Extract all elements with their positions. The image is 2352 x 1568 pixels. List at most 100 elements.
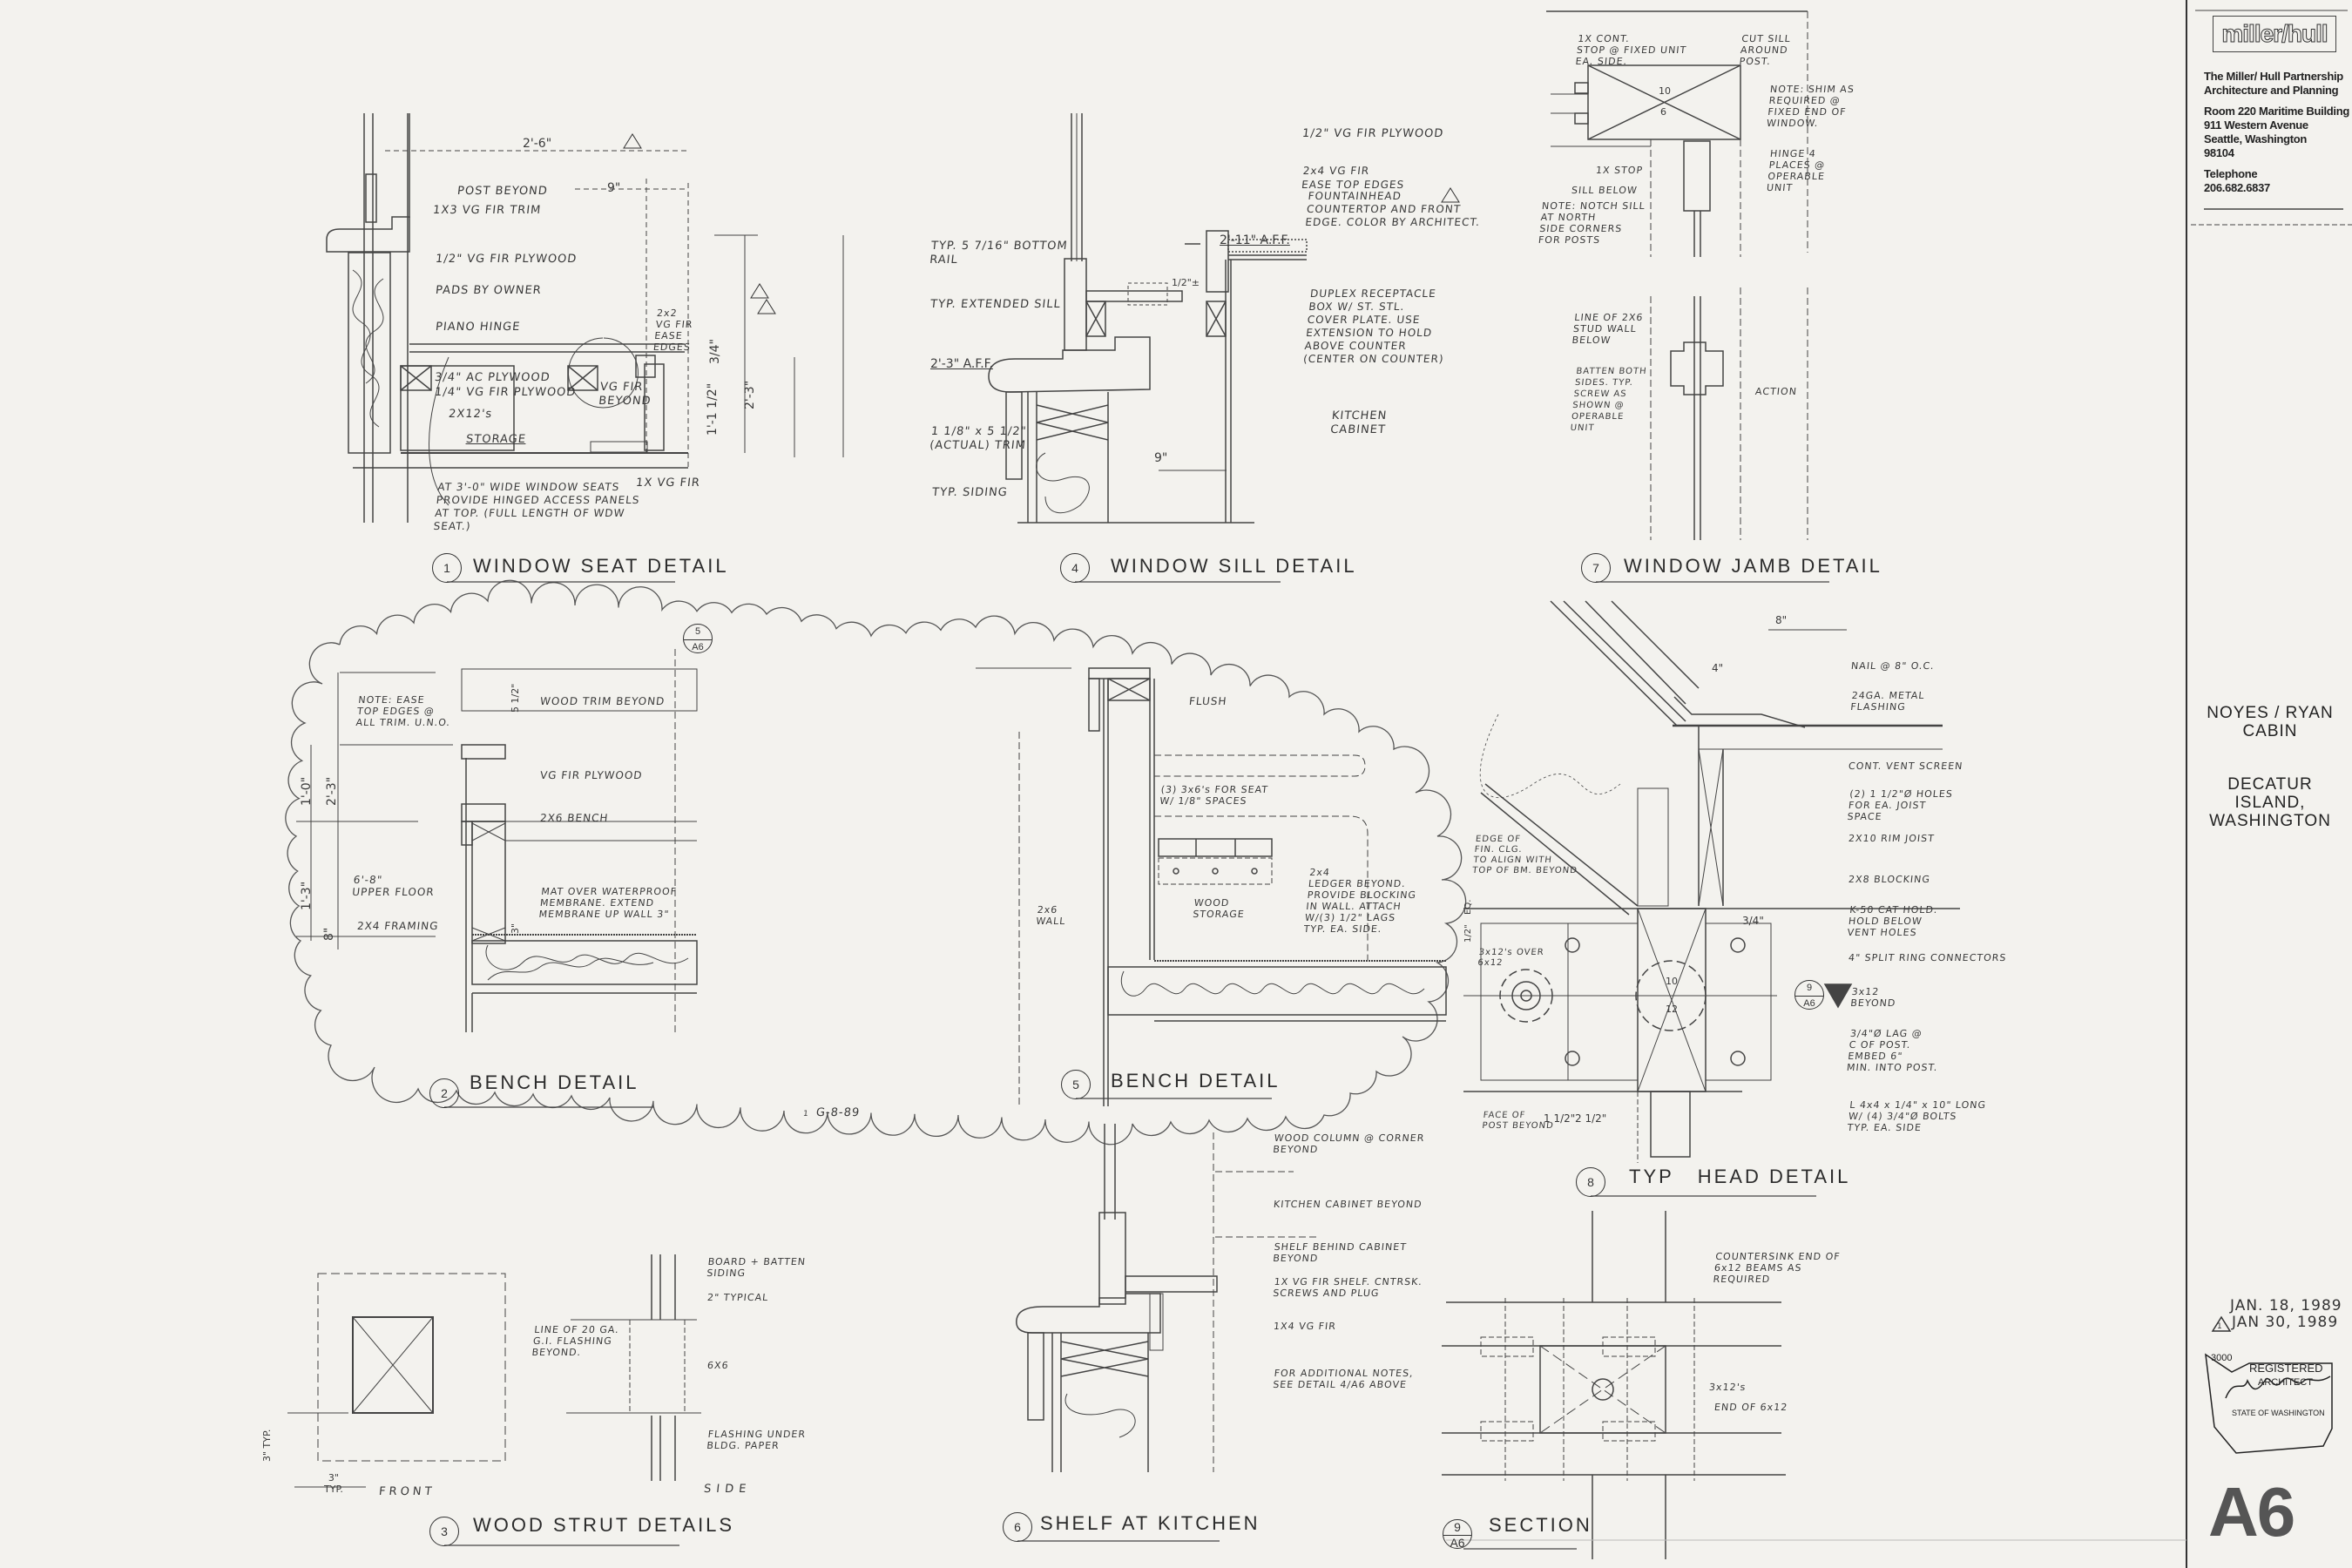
note: 3/4" AC PLYWOOD — [434, 371, 551, 384]
note: CONT. VENT SCREEN — [1848, 760, 1964, 772]
sheet-ref: A6 — [1450, 1536, 1465, 1550]
note: 1X VG FIR — [635, 476, 701, 490]
dimension: 4" — [1712, 662, 1724, 674]
note: 2x6 WALL — [1035, 904, 1067, 927]
note: WOOD COLUMN @ CORNER BEYOND — [1272, 1132, 1426, 1155]
note: 3x12 BEYOND — [1849, 986, 1896, 1009]
note: 2" TYPICAL — [706, 1292, 769, 1303]
detail-title: WOOD STRUT DETAILS — [473, 1514, 735, 1536]
note: 1X CONT. STOP @ FIXED UNIT EA. SIDE. — [1574, 33, 1687, 67]
dimension: 9" — [1154, 451, 1168, 465]
dimension: 3" TYP. — [324, 1472, 343, 1495]
dimension: EQ. — [1463, 899, 1473, 915]
note: L 4x4 x 1/4" x 10" LONG W/ (4) 3/4"Ø BOL… — [1846, 1099, 1987, 1133]
detail-title: WINDOW SEAT DETAIL — [473, 555, 729, 577]
note: SHELF BEHIND CABINET BEYOND — [1272, 1241, 1408, 1264]
phone-label: Telephone — [2204, 167, 2258, 180]
note: SIDE — [703, 1483, 753, 1496]
note: MAT OVER WATERPROOF MEMBRANE. EXTEND MEM… — [537, 886, 678, 920]
dimension: 1'-3" — [300, 881, 314, 910]
architect-stamp: 3000 REGISTERED ARCHITECT STATE OF WASHI… — [2204, 1346, 2335, 1433]
sheet-ref: A6 — [1803, 998, 1815, 1009]
dimension: 3/4" — [708, 339, 722, 364]
dimension: 2'-3" — [325, 776, 339, 806]
note: 1X3 VG FIR TRIM — [432, 204, 543, 217]
note: NOTE: NOTCH SILL AT NORTH SIDE CORNERS F… — [1538, 200, 1646, 246]
detail-title: WINDOW JAMB DETAIL — [1624, 555, 1882, 577]
note: 1 1/8" x 5 1/2" (ACTUAL) TRIM — [929, 425, 1028, 452]
project-name-line: CABIN — [2242, 722, 2298, 740]
note: 6X6 — [706, 1360, 730, 1371]
stamp-line: ARCHITECT — [2258, 1377, 2313, 1388]
detail-title: SHELF AT KITCHEN — [1040, 1512, 1260, 1534]
note: DUPLEX RECEPTACLE BOX W/ ST. STL. COVER … — [1302, 287, 1445, 365]
address-line: 911 Western Avenue — [2204, 118, 2308, 132]
note: 1X STOP — [1595, 165, 1644, 176]
detail-title: TYP HEAD DETAIL — [1629, 1166, 1851, 1187]
issue-date: JAN. 18, 1989 — [2230, 1297, 2342, 1315]
detail-number: 9 — [1795, 981, 1823, 997]
note: PIANO HINGE — [435, 321, 522, 334]
sheet-ref: A6 — [692, 642, 704, 652]
signature-icon — [2225, 1375, 2331, 1399]
dimension: 2 1/2" — [1575, 1112, 1607, 1125]
detail-5-linework — [976, 667, 1447, 1106]
note: TYP. 5 7/16" BOTTOM RAIL — [929, 240, 1069, 267]
note: 2X8 BLOCKING — [1848, 874, 1931, 885]
note: 1/2" VG FIR PLYWOOD — [1301, 127, 1445, 140]
note: VG FIR PLYWOOD — [539, 769, 644, 781]
dimension: 5 1/2" — [510, 683, 521, 713]
note: VG FIR BEYOND — [598, 381, 652, 408]
dimension: 3" TYP. — [261, 1429, 273, 1462]
note: TYP. SIDING — [931, 486, 1009, 499]
note: 6'-8" UPPER FLOOR — [351, 874, 436, 898]
location-line: WASHINGTON — [2209, 812, 2331, 830]
sheet-number: A6 — [2208, 1473, 2295, 1551]
stamp-line: STATE OF WASHINGTON — [2232, 1409, 2325, 1417]
note: K-50 CAT HOLD. HOLD BELOW VENT HOLES — [1846, 904, 1939, 938]
detail-8-linework — [1463, 600, 1960, 1163]
note: WOOD TRIM BEYOND — [539, 695, 666, 707]
note: 24GA. METAL FLASHING — [1849, 690, 1926, 713]
dimension: 8" — [322, 927, 336, 941]
address-line: 98104 — [2204, 146, 2234, 159]
note: CUT SILL AROUND POST. — [1738, 33, 1792, 67]
note: (3) 3x6's FOR SEAT W/ 1/8" SPACES — [1159, 784, 1269, 807]
note: 1/4" VG FIR PLYWOOD — [434, 386, 578, 399]
dimension: 10 — [1666, 976, 1678, 987]
note: FRONT — [378, 1485, 436, 1498]
note: ACTION — [1754, 386, 1798, 397]
firm-name: The Miller/ Hull Partnership — [2204, 70, 2343, 83]
address-line: Seattle, Washington — [2204, 132, 2308, 145]
revision-date-text: JAN 30, 1989 — [2232, 1314, 2339, 1331]
detail-number-bubble: 8 — [1576, 1167, 1605, 1197]
dimension: 10 — [1659, 85, 1671, 97]
note: 2X6 BENCH — [539, 812, 610, 824]
note: 3x12's OVER 6x12 — [1477, 948, 1545, 968]
address-line: Room 220 Maritime Building — [2204, 105, 2350, 118]
revision-cloud — [285, 579, 1467, 1146]
note: BOARD + BATTEN SIDING — [706, 1256, 807, 1279]
dimension: 6 — [1660, 106, 1666, 118]
note: POST BEYOND — [456, 185, 549, 198]
note: HINGE 4 PLACES @ OPERABLE UNIT — [1766, 148, 1826, 193]
detail-title: WINDOW SILL DETAIL — [1111, 555, 1357, 577]
detail-title: SECTION — [1489, 1514, 1592, 1536]
detail-9-linework — [1442, 1211, 2186, 1559]
note: 4" SPLIT RING CONNECTORS — [1848, 952, 2008, 963]
note: PADS BY OWNER — [435, 284, 543, 297]
note: FLUSH — [1188, 695, 1228, 707]
detail-3-linework — [287, 1254, 701, 1488]
stamp-outline — [2205, 1353, 2333, 1454]
revision-mark: 1 — [802, 1110, 810, 1119]
note: KITCHEN CABINET BEYOND — [1273, 1199, 1423, 1210]
revision-date: G-8-89 — [815, 1106, 861, 1119]
dimension: 1'-1 1/2" — [706, 382, 720, 436]
note: STORAGE — [465, 433, 527, 446]
dimension: 1/2"± — [1172, 277, 1200, 288]
detail-title: BENCH DETAIL — [1111, 1070, 1281, 1092]
note: (2) 1 1/2"Ø HOLES FOR EA. JOIST SPACE — [1846, 788, 1954, 822]
